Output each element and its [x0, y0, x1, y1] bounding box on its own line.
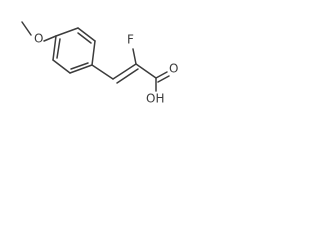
structure-drawing: O F O OH — [21, 21, 178, 106]
ring-bond — [52, 59, 71, 74]
ring-double-bond — [77, 32, 92, 44]
hydroxyl-label: OH — [146, 92, 164, 106]
bond-methyl-o — [21, 21, 32, 36]
bond-c-o-double — [155, 71, 168, 79]
fluorine-label: F — [127, 33, 134, 47]
ring-bond — [91, 40, 96, 66]
ring-bond — [77, 27, 96, 42]
bond-o-ring — [43, 35, 57, 42]
bond-vinyl-double — [116, 68, 139, 84]
carbonyl-oxygen-label: O — [169, 62, 178, 76]
ring-bond — [52, 35, 57, 61]
bond-ring-vinyl — [91, 64, 114, 80]
bond-c-o-double — [157, 75, 170, 83]
bond-c-carboxyl — [135, 63, 157, 79]
ring-bond — [69, 64, 93, 74]
bond-c-f — [132, 48, 137, 65]
bond-vinyl-double — [112, 63, 137, 80]
benzene-ring — [52, 27, 96, 74]
methoxy-oxygen-label: O — [34, 32, 43, 46]
ring-double-bond — [56, 38, 61, 59]
ring-bond — [55, 27, 79, 37]
ring-double-bond — [70, 62, 89, 70]
